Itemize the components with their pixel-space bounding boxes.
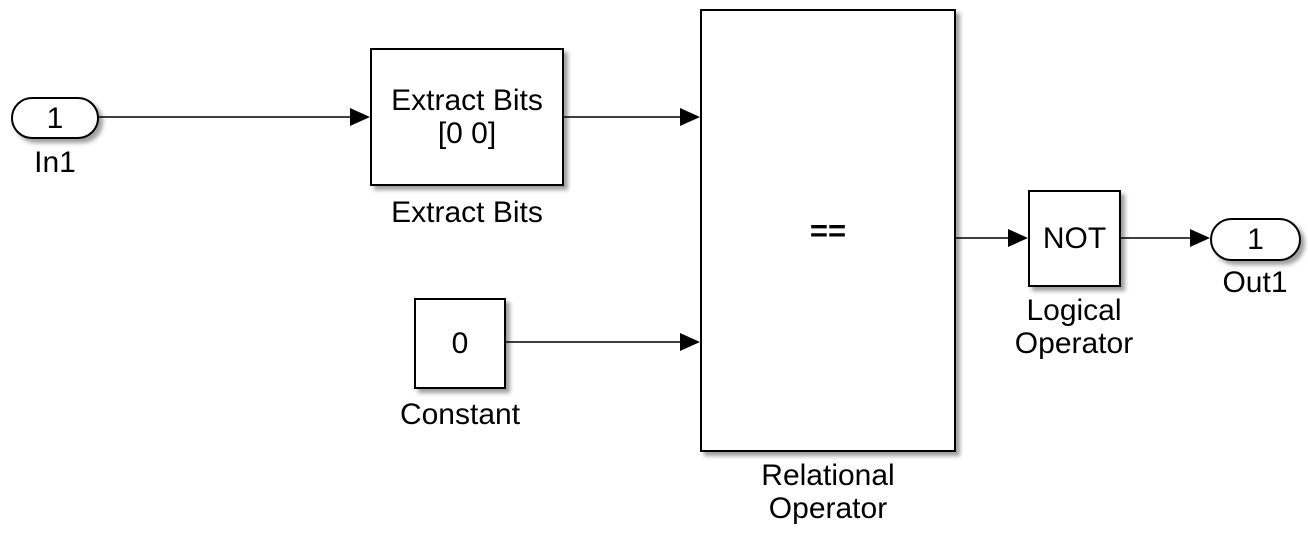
inport-block-in1[interactable]: 1 (11, 97, 99, 139)
signal-line-relational-to-logical[interactable] (956, 229, 1028, 247)
logical-operator-block[interactable]: NOT (1028, 190, 1121, 287)
relational-operator-symbol: == (809, 213, 847, 248)
constant-label[interactable]: Constant (399, 398, 521, 431)
extract-bits-block-range: [0 0] (437, 117, 497, 150)
relational-operator-label-line1: Relational (761, 459, 895, 492)
relational-operator-label[interactable]: Relational Operator (761, 459, 894, 525)
signal-line-constant-to-relational[interactable] (505, 333, 700, 351)
arrowhead-icon (680, 108, 700, 126)
inport-label-in1[interactable]: In1 (34, 146, 76, 179)
outport-block-out1[interactable]: 1 (1210, 218, 1301, 261)
relational-operator-label-line2: Operator (768, 492, 888, 525)
extract-bits-label[interactable]: Extract Bits (391, 196, 543, 229)
outport-label-out1[interactable]: Out1 (1222, 266, 1288, 299)
signal-line-extract-bits-to-relational[interactable] (564, 108, 700, 126)
arrowhead-icon (1008, 229, 1028, 247)
logical-operator-symbol: NOT (1042, 222, 1107, 255)
logical-operator-label-line1: Logical (1026, 294, 1122, 327)
arrowhead-icon (350, 108, 370, 126)
signal-line-logical-to-out1[interactable] (1121, 229, 1210, 247)
arrowhead-icon (680, 333, 700, 351)
extract-bits-block[interactable]: Extract Bits [0 0] (370, 48, 564, 186)
outport-number: 1 (1247, 223, 1264, 256)
constant-block[interactable]: 0 (414, 298, 506, 389)
inport-number: 1 (46, 101, 64, 135)
constant-value: 0 (451, 327, 469, 360)
relational-operator-block[interactable]: == (700, 9, 956, 452)
signal-line-in1-to-extract-bits[interactable] (99, 108, 370, 126)
logical-operator-label-line2: Operator (1014, 327, 1134, 360)
arrowhead-icon (1190, 229, 1210, 247)
extract-bits-block-name: Extract Bits (391, 84, 543, 117)
logical-operator-label[interactable]: Logical Operator (1015, 294, 1133, 360)
